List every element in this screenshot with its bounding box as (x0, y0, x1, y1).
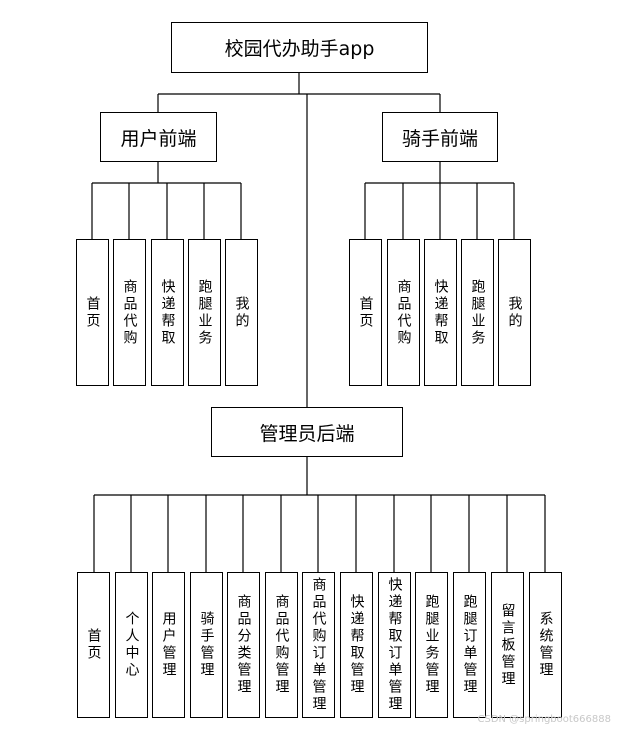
leaf-node-label: 商品代购管理 (273, 594, 290, 696)
leaf-node: 首页 (76, 239, 109, 386)
leaf-node-label: 商品代购 (121, 278, 138, 347)
leaf-node: 我的 (225, 239, 258, 386)
leaf-node-label: 首页 (357, 295, 374, 330)
leaf-node-label: 跑腿业务 (469, 278, 486, 347)
leaf-node: 跑腿业务管理 (415, 572, 448, 718)
leaf-node-label: 个人中心 (123, 611, 140, 679)
group-node-label: 用户前端 (120, 127, 197, 150)
leaf-node: 快递帮取 (424, 239, 457, 386)
leaf-node-label: 用户管理 (160, 611, 177, 679)
leaf-node: 快递帮取订单管理 (378, 572, 411, 718)
leaf-node-label: 我的 (233, 295, 250, 330)
leaf-node-label: 快递帮取管理 (348, 594, 365, 696)
leaf-node: 首页 (77, 572, 110, 718)
leaf-node-label: 骑手管理 (198, 611, 215, 679)
leaf-node-label: 跑腿业务 (196, 278, 213, 347)
leaf-node-label: 快递帮取 (159, 278, 176, 347)
leaf-node-label: 跑腿订单管理 (461, 594, 478, 696)
leaf-node-label: 商品代购订单管理 (310, 577, 327, 713)
leaf-node: 跑腿业务 (188, 239, 221, 386)
leaf-node: 商品代购管理 (265, 572, 298, 718)
root-node: 校园代办助手app (171, 22, 428, 73)
leaf-node: 用户管理 (152, 572, 185, 718)
leaf-node: 系统管理 (529, 572, 562, 718)
leaf-node: 跑腿订单管理 (453, 572, 486, 718)
leaf-node-label: 快递帮取 (432, 278, 449, 347)
leaf-node: 商品分类管理 (227, 572, 260, 718)
leaf-node: 个人中心 (115, 572, 148, 718)
leaf-node-label: 我的 (506, 295, 523, 330)
leaf-node: 商品代购订单管理 (302, 572, 335, 718)
leaf-node: 我的 (498, 239, 531, 386)
leaf-node-label: 首页 (85, 628, 102, 662)
leaf-node-label: 系统管理 (537, 611, 554, 679)
leaf-node: 快递帮取 (151, 239, 184, 386)
group-node-user-frontend: 用户前端 (100, 112, 217, 162)
leaf-node-label: 留言板管理 (499, 602, 516, 688)
leaf-node: 骑手管理 (190, 572, 223, 718)
watermark: CSDN @springboot666888 (477, 714, 611, 725)
group-node-label: 管理员后端 (259, 422, 355, 445)
leaf-node-label: 首页 (84, 295, 101, 330)
group-node-label: 骑手前端 (401, 127, 478, 150)
root-node-label: 校园代办助手app (224, 38, 375, 60)
group-node-rider-frontend: 骑手前端 (382, 112, 498, 162)
group-node-admin-backend: 管理员后端 (211, 407, 403, 457)
leaf-node-label: 跑腿业务管理 (423, 594, 440, 696)
leaf-node: 留言板管理 (491, 572, 524, 718)
leaf-node: 快递帮取管理 (340, 572, 373, 718)
leaf-node: 跑腿业务 (461, 239, 494, 386)
leaf-node: 商品代购 (113, 239, 146, 386)
leaf-node-label: 商品代购 (395, 278, 412, 347)
leaf-node-label: 商品分类管理 (235, 594, 252, 696)
leaf-node: 首页 (349, 239, 382, 386)
leaf-node: 商品代购 (387, 239, 420, 386)
leaf-node-label: 快递帮取订单管理 (386, 577, 403, 713)
